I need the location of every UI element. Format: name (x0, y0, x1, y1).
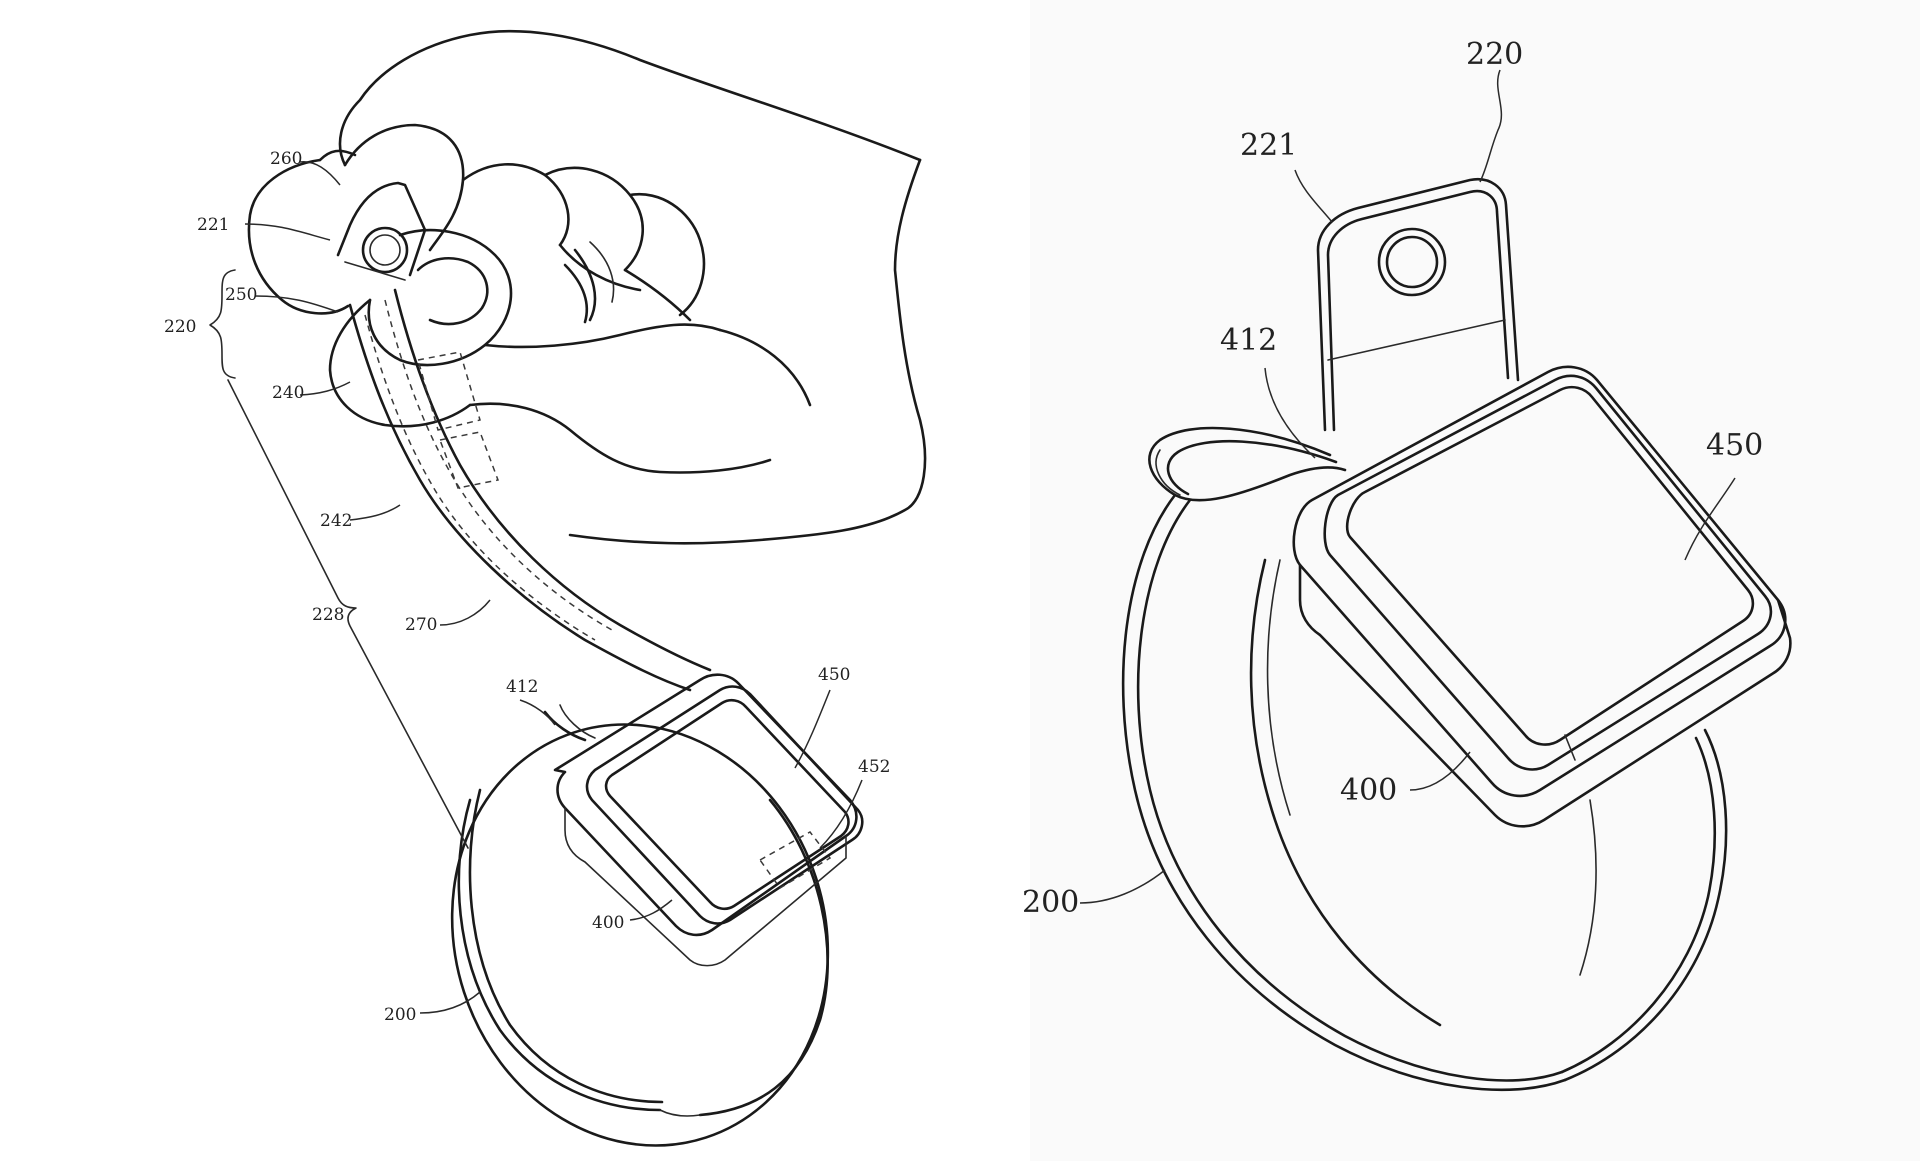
left-figure: 260 221 250 220 240 242 228 270 412 450 … (164, 29, 927, 1147)
label-200-left: 200 (384, 1005, 416, 1025)
label-221-left: 221 (197, 215, 229, 235)
leader-lines-left (244, 161, 863, 1014)
bracket-228 (227, 379, 469, 849)
loop-strap-right (1148, 426, 1347, 502)
label-228-left: 228 (312, 605, 344, 625)
label-260-left: 260 (270, 149, 302, 169)
label-450-right: 450 (1706, 428, 1763, 463)
strap-drawing (336, 181, 712, 692)
right-panel-background (1030, 0, 1920, 1161)
band-loop-right (1121, 493, 1728, 1092)
leader-lines-right (1079, 69, 1736, 904)
strap-tab-right (1316, 177, 1520, 432)
hand-drawing (247, 29, 927, 545)
label-221-right: 221 (1240, 128, 1297, 163)
label-452-left: 452 (858, 757, 890, 777)
label-450-left: 450 (818, 665, 850, 685)
label-220-left: 220 (164, 317, 196, 337)
right-figure: 220 221 412 450 400 200 (1022, 37, 1792, 1092)
label-400-right: 400 (1340, 773, 1397, 808)
label-412-left: 412 (506, 677, 538, 697)
label-200-right: 200 (1022, 885, 1079, 920)
label-250-left: 250 (225, 285, 257, 305)
label-270-left: 270 (405, 615, 437, 635)
label-242-left: 242 (320, 511, 352, 531)
bracket-220 (209, 269, 236, 379)
watch-housing-left (543, 673, 864, 967)
label-220-right: 220 (1466, 37, 1523, 72)
watch-housing-right (1292, 365, 1792, 828)
label-412-right: 412 (1220, 323, 1277, 358)
label-400-left: 400 (592, 913, 624, 933)
label-240-left: 240 (272, 383, 304, 403)
